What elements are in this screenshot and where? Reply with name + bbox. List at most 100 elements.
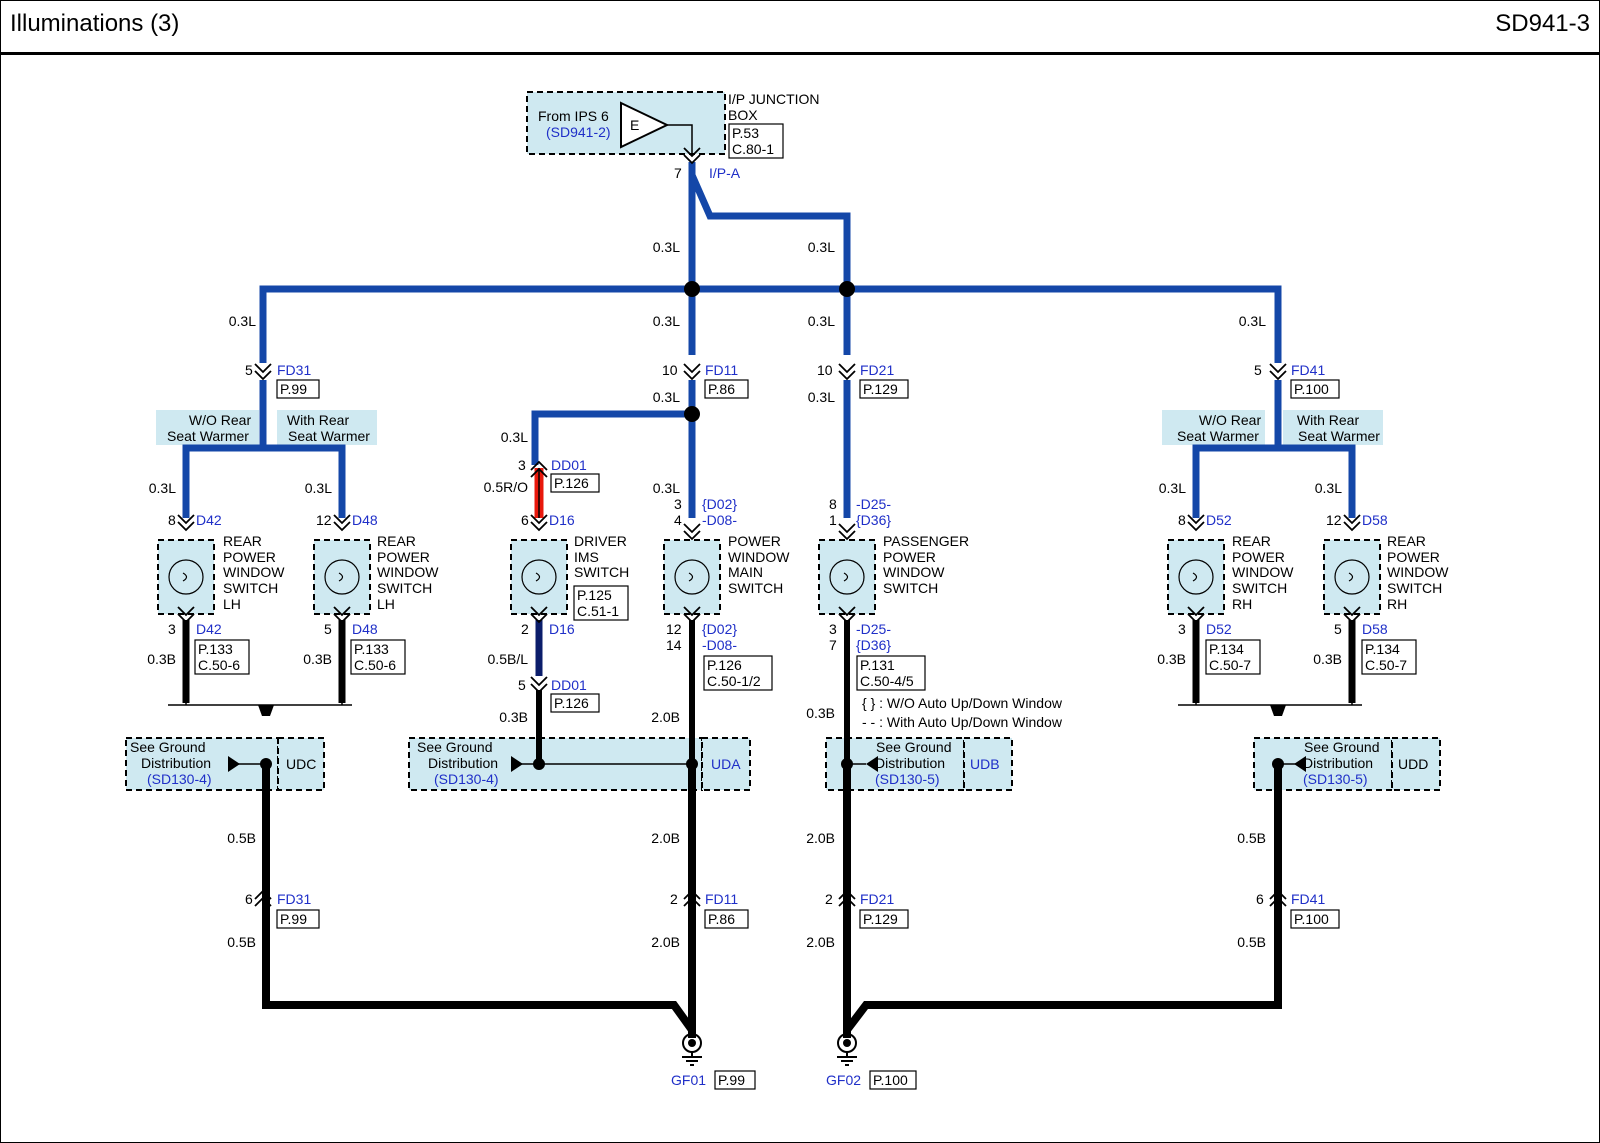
- ground-splice-lines: [168, 700, 1362, 765]
- svg-text:10: 10: [662, 362, 678, 378]
- ground-distribution-udc[interactable]: See Ground Distribution (SD130-4) UDC: [130, 739, 316, 787]
- ground-gf02[interactable]: GF02 P.100: [826, 1033, 917, 1090]
- svg-text:D48: D48: [352, 621, 378, 637]
- svg-text:P.86: P.86: [708, 911, 735, 927]
- svg-text:{D36}: {D36}: [856, 512, 891, 528]
- svg-text:0.3L: 0.3L: [653, 480, 680, 496]
- svg-text:With Rear: With Rear: [1297, 412, 1360, 428]
- svg-text:REAR: REAR: [377, 533, 416, 549]
- svg-text:0.5B: 0.5B: [227, 934, 256, 950]
- ground-distribution-udd[interactable]: See Ground Distribution (SD130-5) UDD: [1303, 739, 1428, 787]
- connector-fd31-top[interactable]: 5 FD31 P.99: [245, 362, 320, 399]
- svg-text:{D02}: {D02}: [702, 621, 737, 637]
- svg-text:RH: RH: [1232, 596, 1252, 612]
- switch-driver-ims[interactable]: 6 D16 2 D16 DRIVER IMS SWITCH P.125 C.51…: [510, 512, 629, 637]
- svg-text:0.3L: 0.3L: [808, 239, 835, 255]
- svg-text:Distribution: Distribution: [1303, 755, 1373, 771]
- svg-text:D48: D48: [352, 512, 378, 528]
- svg-text:D16: D16: [549, 621, 575, 637]
- connector-fd11-bottom[interactable]: 2 FD11 P.86: [670, 890, 749, 929]
- svg-text:C.50-6: C.50-6: [354, 657, 396, 673]
- svg-text:Seat Warmer: Seat Warmer: [288, 428, 370, 444]
- connector-fd31-bottom[interactable]: 6 FD31 P.99: [245, 890, 320, 929]
- svg-text:2.0B: 2.0B: [806, 830, 835, 846]
- svg-text:0.5B: 0.5B: [227, 830, 256, 846]
- svg-text:12: 12: [666, 621, 682, 637]
- svg-text:3: 3: [829, 621, 837, 637]
- svg-text:0.3B: 0.3B: [1313, 651, 1342, 667]
- jbox-from-ref[interactable]: (SD941-2): [546, 124, 611, 140]
- svg-text:FD21: FD21: [860, 362, 894, 378]
- jbox-name-line1: I/P JUNCTION: [728, 91, 820, 107]
- switch-power-window-main[interactable]: 3 4 {D02} -D08- 12 14 {D02} -D08- POWER …: [663, 496, 790, 691]
- svg-text:0.3L: 0.3L: [1159, 480, 1186, 496]
- svg-text:Distribution: Distribution: [141, 755, 211, 771]
- connector-dd01-bottom[interactable]: 5 DD01 P.126: [518, 676, 600, 713]
- ground-distribution-udb[interactable]: See Ground Distribution (SD130-5) UDB: [875, 739, 1000, 787]
- switch-rear-power-window-rh-d52[interactable]: 8 D52 3 D52 REAR POWER WINDOW SWITCH RH …: [1167, 512, 1294, 675]
- svg-text:-D08-: -D08-: [702, 512, 737, 528]
- svg-text:FD11: FD11: [705, 362, 738, 378]
- svg-text:D52: D52: [1206, 621, 1232, 637]
- svg-text:8: 8: [1178, 512, 1186, 528]
- svg-text:See Ground: See Ground: [130, 739, 206, 755]
- ground-wires: [182, 620, 1356, 1038]
- svg-text:14: 14: [666, 637, 682, 653]
- connector-fd21-bottom[interactable]: 2 FD21 P.129: [825, 890, 909, 929]
- connector-fd41-bottom[interactable]: 6 FD41 P.100: [1256, 890, 1340, 929]
- switch-passenger-power-window[interactable]: 8 1 -D25- {D36} 3 7 -D25- {D36} PASSENGE…: [818, 496, 969, 691]
- svg-text:SWITCH: SWITCH: [223, 580, 278, 596]
- svg-text:0.5B: 0.5B: [1237, 934, 1266, 950]
- svg-text:0.3L: 0.3L: [1239, 313, 1266, 329]
- svg-text:P.86: P.86: [708, 381, 735, 397]
- svg-text:REAR: REAR: [1232, 533, 1271, 549]
- switch-rear-power-window-lh-d42[interactable]: 8 D42 3 D42 REAR POWER WINDOW SWITCH LH …: [157, 512, 285, 675]
- connector-dd01-top[interactable]: 3 DD01 P.126: [518, 457, 600, 493]
- svg-text:D42: D42: [196, 512, 222, 528]
- svg-text:SWITCH: SWITCH: [1232, 580, 1287, 596]
- svg-text:4: 4: [674, 512, 682, 528]
- switch-rear-power-window-rh-d58[interactable]: 12 D58 5 D58 REAR POWER WINDOW SWITCH RH…: [1323, 512, 1449, 675]
- svg-text:{ } : W/O Auto Up/Down Window: { } : W/O Auto Up/Down Window: [862, 695, 1063, 711]
- svg-text:5: 5: [1334, 621, 1342, 637]
- svg-text:W/O Rear: W/O Rear: [1199, 412, 1262, 428]
- svg-text:{D36}: {D36}: [856, 637, 891, 653]
- jbox-conn-ref[interactable]: C.80-1: [732, 141, 774, 157]
- connector-fd11-top[interactable]: 10 FD11 P.86: [662, 362, 749, 399]
- svg-text:FD41: FD41: [1291, 891, 1325, 907]
- svg-text:10: 10: [817, 362, 833, 378]
- title-bar: Illuminations (3) SD941-3: [0, 0, 1600, 55]
- svg-text:P.126: P.126: [554, 695, 589, 711]
- svg-text:D58: D58: [1362, 512, 1388, 528]
- svg-text:3: 3: [1178, 621, 1186, 637]
- svg-text:See Ground: See Ground: [1304, 739, 1380, 755]
- svg-text:RH: RH: [1387, 596, 1407, 612]
- svg-text:2.0B: 2.0B: [651, 830, 680, 846]
- svg-text:P.100: P.100: [1294, 911, 1329, 927]
- svg-text:WINDOW: WINDOW: [1232, 564, 1294, 580]
- svg-text:P.134: P.134: [1209, 641, 1244, 657]
- svg-text:0.3B: 0.3B: [1157, 651, 1186, 667]
- svg-text:0.3L: 0.3L: [501, 429, 528, 445]
- svg-text:SWITCH: SWITCH: [574, 564, 629, 580]
- svg-text:UDC: UDC: [286, 756, 316, 772]
- svg-text:6: 6: [521, 512, 529, 528]
- svg-text:0.3B: 0.3B: [147, 651, 176, 667]
- connector-fd41-top[interactable]: 5 FD41 P.100: [1254, 362, 1340, 399]
- wire-size-labels: 0.3L 0.3L 0.3L 0.3L 0.3L 0.3L 0.3L 0.3L …: [147, 239, 1342, 950]
- svg-text:5: 5: [1254, 362, 1262, 378]
- svg-text:3: 3: [674, 496, 682, 512]
- svg-text:PASSENGER: PASSENGER: [883, 533, 969, 549]
- connector-fd21-top[interactable]: 10 FD21 P.129: [817, 362, 909, 399]
- ground-distribution-uda[interactable]: See Ground Distribution (SD130-4) UDA: [417, 739, 741, 787]
- svg-text:C.50-6: C.50-6: [198, 657, 240, 673]
- ground-gf01[interactable]: GF01 P.99: [671, 1033, 756, 1090]
- jbox-page-ref[interactable]: P.53: [732, 125, 759, 141]
- svg-text:POWER: POWER: [223, 549, 276, 565]
- svg-text:0.3L: 0.3L: [808, 313, 835, 329]
- svg-text:P.100: P.100: [1294, 381, 1329, 397]
- switch-rear-power-window-lh-d48[interactable]: 12 D48 5 D48 REAR POWER WINDOW SWITCH LH…: [313, 512, 439, 675]
- svg-text:POWER: POWER: [377, 549, 430, 565]
- jbox-connector[interactable]: I/P-A: [709, 165, 741, 181]
